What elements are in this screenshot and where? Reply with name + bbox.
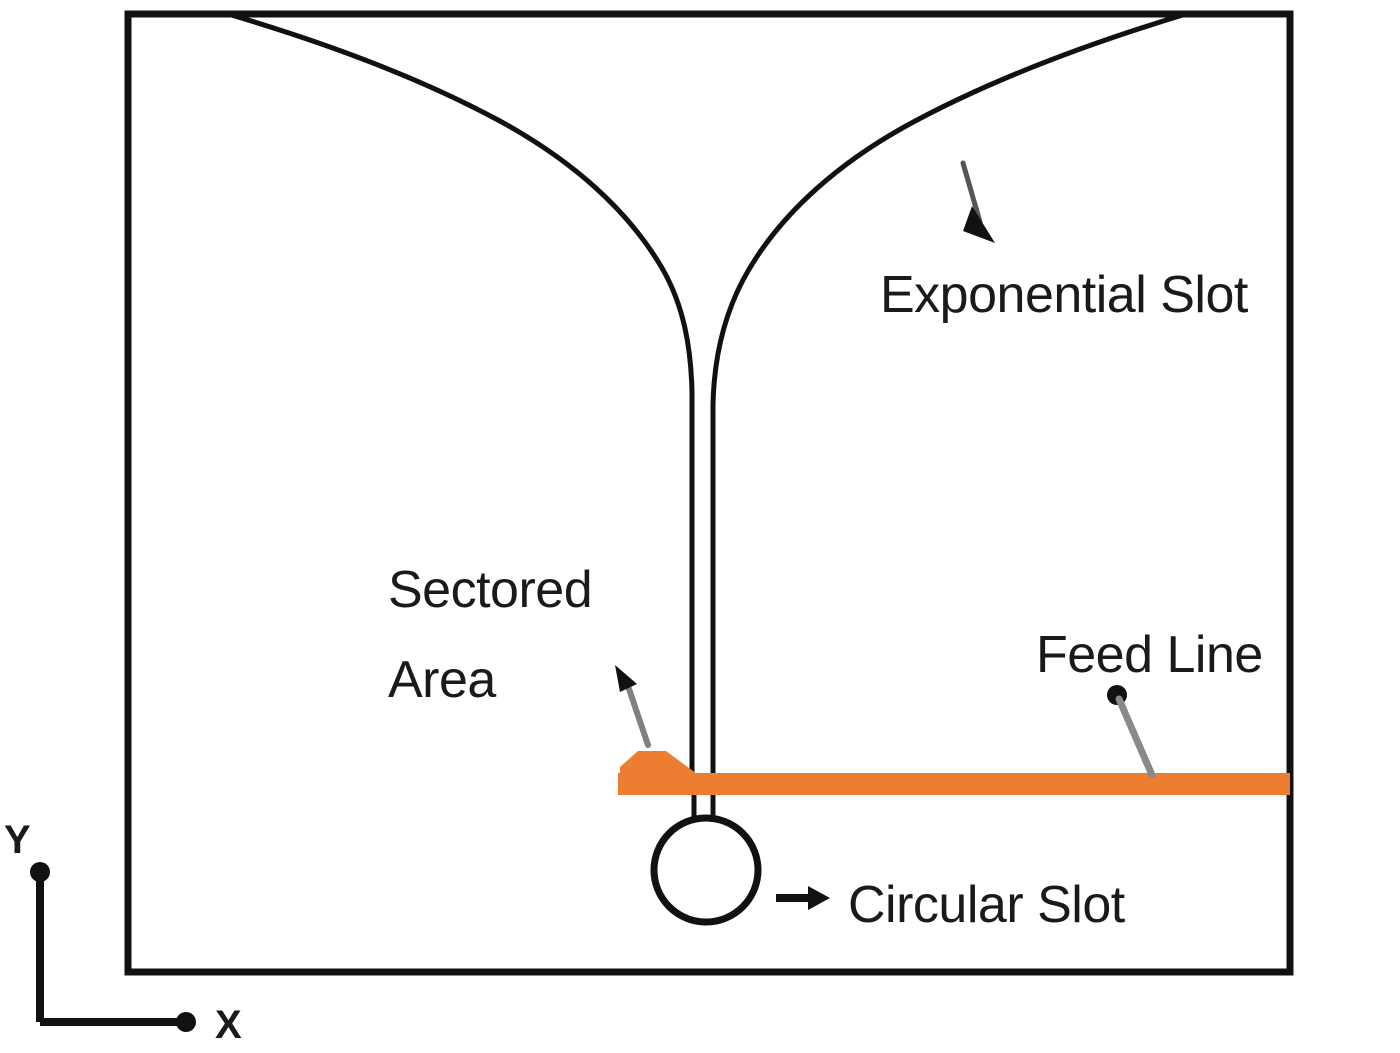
sectored-area-label-line1: Sectored <box>388 561 592 619</box>
feed-line-label: Feed Line <box>1036 626 1263 684</box>
y-axis-tip-dot <box>30 862 50 882</box>
sectored-area-label-line2: Area <box>388 651 496 709</box>
circular-slot-outline <box>650 814 762 926</box>
y-axis-label: Y <box>4 818 31 862</box>
x-axis-tip-dot <box>176 1012 196 1032</box>
substrate-outline <box>124 10 1294 976</box>
exponential-slot-right-edge <box>710 11 1187 795</box>
feed-line-leader <box>1107 685 1156 779</box>
coordinate-axes <box>30 862 196 1032</box>
sectored-area-shape <box>620 751 708 795</box>
exponential-slot-label: Exponential Slot <box>880 266 1249 324</box>
sectored-area-leader <box>615 665 651 748</box>
exponential-slot-left-edge <box>227 11 695 795</box>
feed-line-strip <box>618 773 1290 795</box>
circular-slot-leader <box>776 886 830 910</box>
x-axis-label: X <box>215 1003 242 1047</box>
circular-slot-label: Circular Slot <box>848 876 1126 934</box>
exponential-slot-leader <box>960 160 995 243</box>
